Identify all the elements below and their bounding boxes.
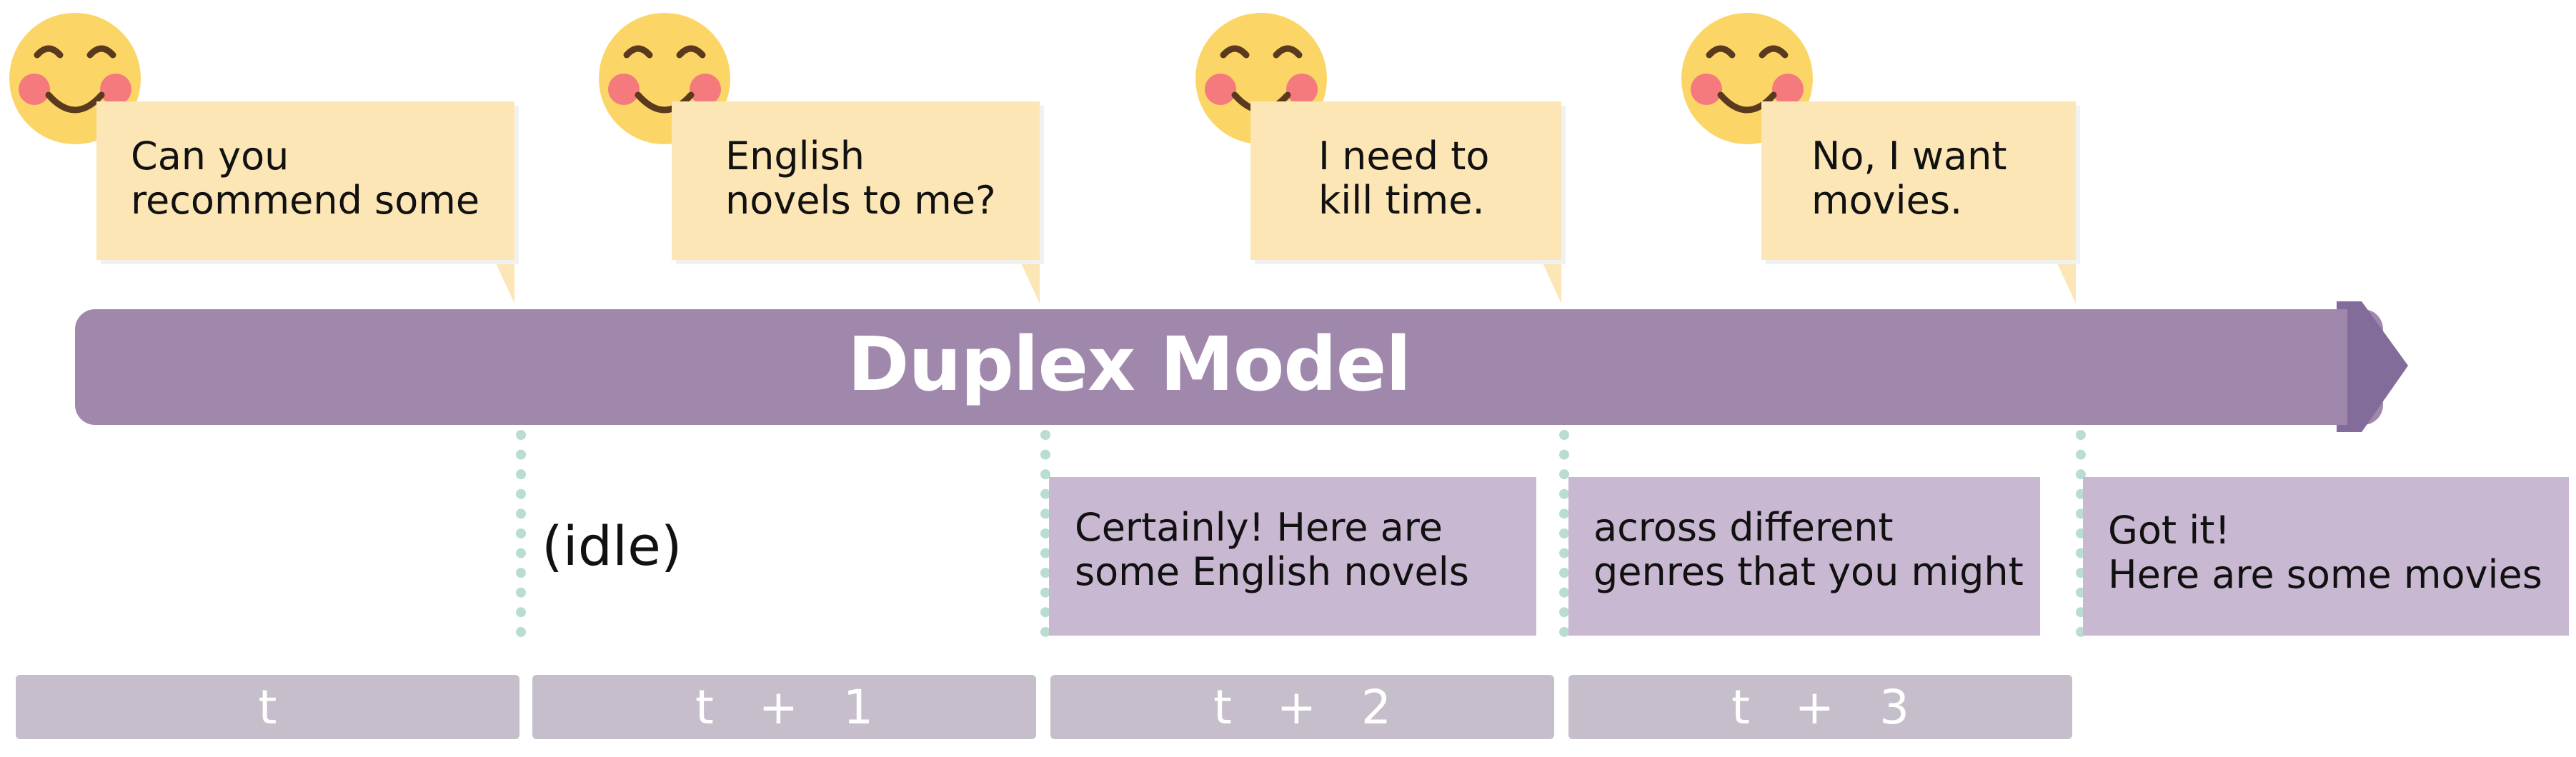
time-divider — [1040, 430, 1050, 637]
idle-label: (idle) — [542, 514, 682, 578]
model-response: Got it! Here are some movies — [2083, 477, 2569, 636]
time-divider — [1559, 430, 1569, 637]
bubble-line: No, I want — [1811, 134, 2007, 179]
time-step-t-plus-2: t + 2 — [1050, 675, 1554, 739]
user-bubble: English novels to me? — [672, 101, 1040, 260]
bubble-line: English — [725, 134, 865, 179]
time-divider — [516, 430, 526, 637]
time-step-t-plus-3: t + 3 — [1568, 675, 2072, 739]
bubble-line: I need to — [1318, 134, 1490, 179]
model-response: Certainly! Here are some English novels — [1049, 477, 1536, 636]
time-step-t-plus-1: t + 1 — [532, 675, 1036, 739]
bubble-line: kill time. — [1318, 178, 1485, 223]
user-bubble: Can you recommend some — [96, 101, 514, 260]
bubble-line: movies. — [1811, 178, 1963, 223]
model-response: across different genres that you might — [1568, 477, 2040, 636]
response-line: genres that you might — [1593, 549, 2024, 594]
response-line: Certainly! Here are — [1075, 505, 1443, 550]
response-line: Here are some movies — [2108, 552, 2542, 597]
response-line: across different — [1593, 505, 1894, 550]
user-bubble: I need to kill time. — [1250, 101, 1561, 260]
user-bubble: No, I want movies. — [1761, 101, 2076, 260]
bubble-line: recommend some — [131, 178, 480, 223]
bubble-line: novels to me? — [725, 178, 996, 223]
duplex-model-title: Duplex Model — [847, 321, 1411, 408]
response-line: Got it! — [2108, 508, 2231, 553]
response-line: some English novels — [1075, 549, 1469, 594]
time-step-t: t — [16, 675, 519, 739]
bubble-line: Can you — [131, 134, 289, 179]
